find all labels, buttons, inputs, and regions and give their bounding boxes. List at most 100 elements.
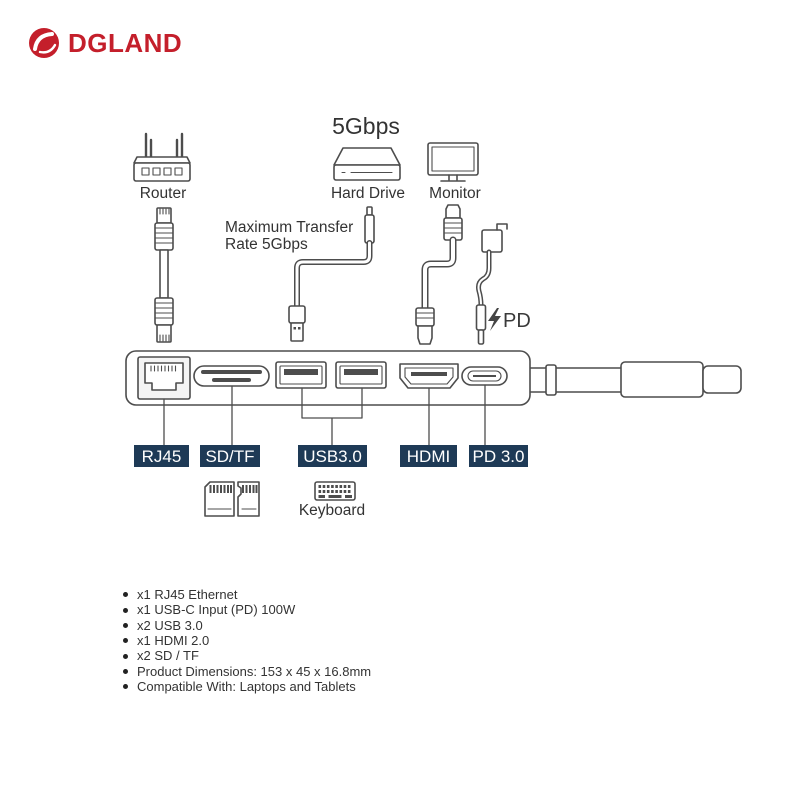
ethernet-plug-bottom-ridges: [154, 302, 174, 319]
feature-item: Compatible With: Laptops and Tablets: [120, 679, 371, 694]
port-label-sd-tf-bg: [200, 445, 260, 467]
rj45-port: [137, 356, 191, 400]
sd-slot-opening: [201, 370, 262, 374]
port-label-usb: USB3.0: [298, 445, 367, 467]
hub-cable: [528, 367, 623, 393]
hdmi-port-tongue: [411, 372, 447, 376]
usb-a-port-2: [335, 361, 387, 389]
hdmi-plug-bottom-boot: [415, 307, 435, 327]
port-label-hdmi-text: HDMI: [407, 447, 450, 466]
usb-c-hub: [125, 350, 742, 406]
power-adapter-prong: [496, 223, 508, 231]
port-label-pd: PD 3.0: [469, 445, 528, 467]
port-label-pd-bg: [469, 445, 528, 467]
sd-card-icon: [204, 481, 235, 517]
hub-cable-collar: [545, 364, 557, 396]
power-adapter-icon: [475, 223, 508, 345]
ethernet-plug-bottom-pins: [159, 334, 170, 342]
micro-sd-card-icon: [237, 481, 260, 517]
port-leader-lines: [163, 384, 486, 446]
usb-c-port-inner: [467, 370, 502, 382]
power-wire-core: [477, 251, 490, 306]
usb-a-port-1: [275, 361, 327, 389]
router-lan-ports: [141, 167, 183, 176]
hdmi-wire-outline: [421, 236, 457, 312]
ethernet-wire: [159, 249, 169, 299]
usb-a-port-1-tongue: [284, 369, 318, 375]
ethernet-cable: [154, 207, 174, 343]
usb-a-plug-metal: [290, 322, 304, 342]
brand-logo: DGLAND: [29, 28, 182, 58]
sd-card-body: [204, 481, 235, 517]
hdmi-plug-top-ridges: [443, 222, 463, 234]
feature-item: x1 USB-C Input (PD) 100W: [120, 602, 371, 617]
feature-list: x1 RJ45 Ethernet x1 USB-C Input (PD) 100…: [120, 587, 371, 694]
tf-slot-opening: [212, 378, 251, 382]
power-adapter-body: [481, 229, 503, 253]
logo-swoosh-tail-icon: [38, 43, 57, 54]
port-label-hdmi: HDMI: [400, 445, 457, 467]
feature-item: x2 SD / TF: [120, 648, 371, 663]
feature-item: Product Dimensions: 153 x 45 x 16.8mm: [120, 664, 371, 679]
transfer-note-line2: Rate 5Gbps: [225, 236, 308, 253]
ethernet-plug-top-boot: [154, 222, 174, 251]
feature-item: x2 USB 3.0: [120, 618, 371, 633]
ethernet-plug-bottom-boot: [154, 297, 174, 326]
hdmi-port: [399, 363, 459, 389]
router-label: Router: [140, 185, 187, 202]
router-top: [133, 156, 191, 164]
feature-item: x1 RJ45 Ethernet: [120, 587, 371, 602]
port-label-usb-bg: [298, 445, 367, 467]
hdmi-wire-core: [423, 238, 455, 310]
monitor-frame: [427, 142, 479, 176]
ethernet-plug-top-ridges: [154, 227, 174, 244]
usb-c-port-tongue: [473, 375, 496, 377]
usb-a-port-1-inner: [279, 365, 323, 385]
port-label-hdmi-bg: [400, 445, 457, 467]
port-label-usb-text: USB3.0: [303, 447, 362, 466]
rj45-port-pins: [150, 365, 177, 372]
usb-a-plug-holes: [293, 327, 301, 330]
sd-tf-slot: [193, 365, 270, 387]
monitor-stand: [440, 174, 466, 182]
usb-a-port-2-tongue: [344, 369, 378, 375]
router-antennas: [144, 132, 184, 159]
brand-name: DGLAND: [68, 28, 182, 58]
hard-drive-icon: [333, 147, 401, 181]
monitor-icon: [427, 142, 479, 182]
port-label-pd-text: PD 3.0: [473, 447, 525, 466]
usb-c-pd-port: [461, 366, 508, 386]
hard-drive-top: [333, 147, 401, 166]
hard-drive-label: Hard Drive: [331, 185, 405, 202]
hdmi-plug-top-head: [445, 204, 461, 219]
hub-usb-c-plug-housing: [620, 361, 704, 398]
power-usb-c-plug-boot: [475, 304, 487, 331]
monitor-label: Monitor: [429, 185, 481, 202]
lightning-icon: [488, 308, 501, 331]
sd-card-contacts: [209, 485, 232, 493]
hdmi-cable: [415, 204, 463, 345]
router-icon: [133, 132, 191, 182]
feature-item: x1 HDMI 2.0: [120, 633, 371, 648]
port-label-sd-tf: SD/TF: [200, 445, 260, 467]
micro-sd-card-contacts: [242, 485, 258, 493]
port-label-rj45-bg: [134, 445, 189, 467]
keyboard-keys: [318, 485, 352, 493]
logo-swoosh-icon: [33, 32, 54, 51]
usb-c-plug-boot: [364, 214, 375, 244]
hdmi-plug-bottom-ridges: [415, 312, 435, 319]
pd-label: PD: [503, 310, 531, 332]
usb-wire-core: [295, 241, 371, 308]
keyboard-icon: [314, 481, 356, 501]
port-label-sd-tf-text: SD/TF: [205, 447, 254, 466]
usb-a-port-2-inner: [339, 365, 383, 385]
sd-tf-slot-frame: [193, 365, 270, 387]
hdmi-plug-bottom-head: [417, 325, 433, 345]
power-usb-c-plug-tip: [477, 329, 485, 345]
port-label-rj45-text: RJ45: [142, 447, 182, 466]
transfer-note-line1: Maximum Transfer: [225, 219, 353, 236]
usb-c-plug-tip: [366, 206, 373, 216]
usb-a-plug-boot: [288, 305, 306, 324]
hdmi-port-inner: [404, 367, 454, 385]
